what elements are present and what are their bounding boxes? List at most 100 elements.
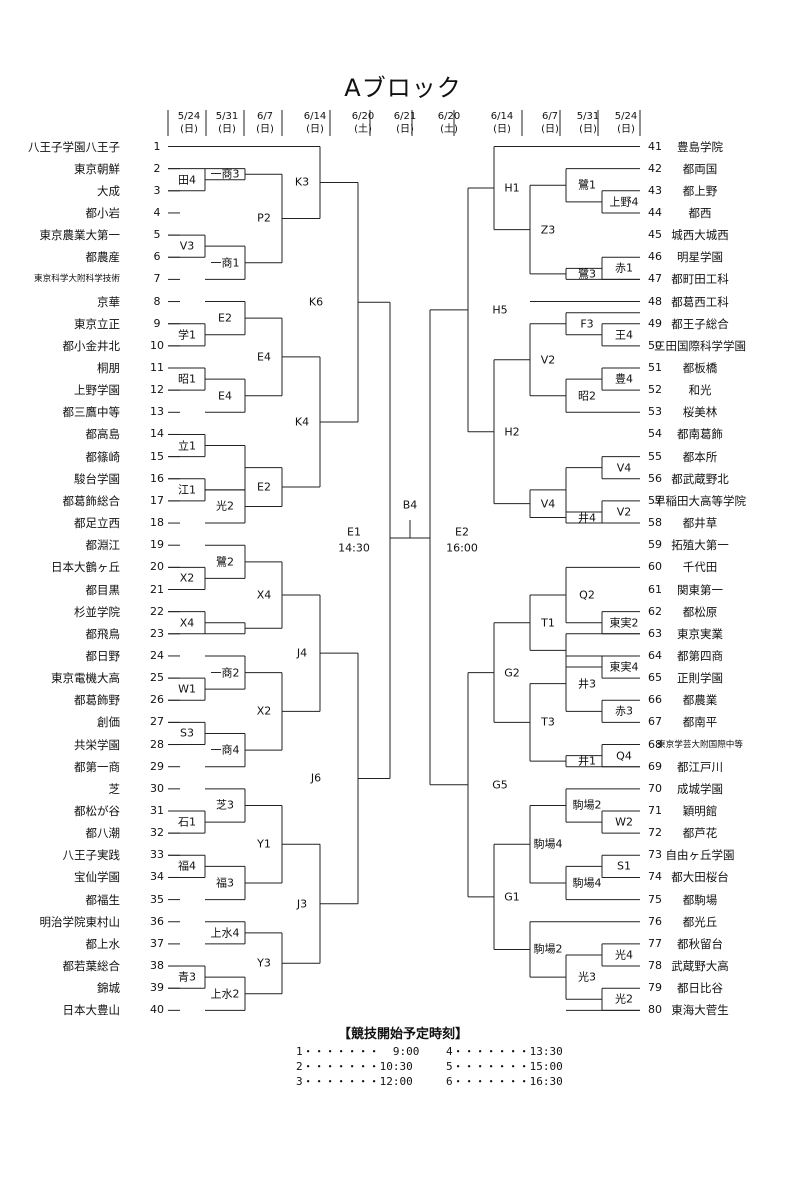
seed-number: 23	[150, 626, 164, 640]
seed-number: 80	[648, 1003, 662, 1017]
venue-label-r1: 王4	[615, 328, 633, 342]
date-header-right: 6/20(土)	[437, 111, 461, 135]
venue-label-r1: 江1	[178, 483, 196, 497]
seed-number: 1	[153, 139, 161, 153]
venue-label-r3: Z3	[540, 223, 556, 237]
venue-label-r3: T1	[541, 616, 555, 630]
seed-number: 7	[153, 272, 161, 286]
schedule-item: 5・・・・・・・15:00	[446, 1060, 563, 1073]
seed-number: 42	[648, 161, 662, 175]
seed-number: 73	[648, 848, 662, 862]
date-header-right: 5/24(日)	[614, 111, 638, 135]
schedule-item: 4・・・・・・・13:30	[446, 1045, 563, 1058]
seed-number: 10	[150, 338, 164, 352]
venue-label-r1: 福4	[178, 859, 196, 873]
team-name-left: 東京電機大高	[51, 671, 120, 686]
date-header-left: 6/21(日)	[393, 111, 417, 135]
venue-label-r2: 井1	[578, 754, 596, 768]
seed-number: 71	[648, 804, 662, 817]
team-name-left: 東京立正	[74, 316, 120, 331]
seed-number: 8	[153, 294, 161, 308]
schedule-item: 2・・・・・・・10:30	[296, 1060, 413, 1073]
venue-label-r1: 東実2	[609, 616, 639, 630]
date-header-right: 6/7(日)	[541, 111, 559, 135]
seed-number: 49	[648, 316, 662, 330]
seed-number: 29	[150, 759, 164, 773]
venue-label-r5: K6	[308, 295, 324, 309]
team-name-left: 都福生	[85, 892, 121, 907]
seed-number: 51	[648, 361, 662, 374]
venue-label-r2: 光3	[578, 970, 596, 984]
venue-label-r1: X2	[179, 571, 195, 585]
seed-number: 2	[153, 161, 161, 175]
venue-label-r2: 駒場2	[572, 798, 602, 812]
team-name-left: 八王子学園八王子	[28, 139, 120, 154]
team-name-left: 都葛飾総合	[62, 493, 121, 508]
venue-label-r2: 上水2	[210, 987, 240, 1001]
seed-number: 34	[150, 870, 164, 884]
team-name-left: 創価	[97, 715, 120, 730]
date-header-left: 6/7(日)	[256, 111, 274, 135]
team-name-left: 明治学院東村山	[39, 914, 121, 929]
seed-number: 61	[648, 582, 662, 596]
venue-label-r2: 一商3	[210, 167, 240, 181]
date-header-left: 6/14(日)	[303, 111, 327, 135]
venue-label-r2: 一商4	[210, 743, 240, 757]
seed-number: 56	[648, 471, 662, 485]
venue-label-r3: 駒場2	[533, 942, 563, 956]
seed-number: 55	[648, 449, 662, 463]
venue-label-r2: 福3	[216, 876, 234, 890]
venue-label-r2: 一商2	[210, 666, 240, 680]
team-name-left: 芝	[108, 781, 121, 796]
venue-label-r3: X4	[256, 588, 272, 602]
venue-label-r4: J4	[296, 646, 308, 660]
team-name-left: 杉並学院	[74, 604, 120, 619]
venue-label-r1: W1	[178, 682, 196, 696]
venue-label-r1: X4	[179, 616, 195, 630]
venue-label-r1: 東実4	[609, 660, 639, 674]
seed-number: 28	[150, 737, 164, 751]
date-header-left: 5/24(日)	[177, 111, 201, 135]
page-title: Aブロック	[344, 74, 462, 102]
venue-label-r1: S3	[180, 726, 194, 740]
team-name-left: 宝仙学園	[74, 870, 120, 885]
team-name-left: 日本大豊山	[62, 1003, 121, 1018]
seed-number: 3	[153, 183, 161, 197]
seed-number: 46	[648, 250, 662, 264]
venue-label-r3: T3	[541, 715, 555, 729]
seed-number: 63	[648, 626, 662, 640]
team-name-left: 都日野	[85, 648, 121, 663]
team-name-left: 京華	[97, 294, 120, 309]
seed-number: 22	[150, 604, 164, 618]
seed-number: 6	[153, 250, 161, 264]
seed-number: 79	[648, 981, 662, 995]
seed-number: 47	[648, 272, 662, 286]
venue-label-r5: J6	[310, 771, 322, 785]
seed-number: 36	[150, 914, 164, 928]
venue-label-r2: 井3	[578, 677, 596, 691]
seed-number: 13	[150, 405, 164, 419]
seed-number: 37	[150, 936, 164, 950]
team-name-left: 都上水	[85, 936, 121, 951]
venue-label-r5: H5	[492, 303, 508, 317]
seed-number: 54	[648, 427, 662, 441]
venue-label-r2: E4	[218, 389, 232, 403]
venue-label-r2: Q2	[579, 588, 595, 602]
seed-number: 15	[150, 449, 164, 463]
venue-label-r4: H2	[504, 425, 520, 439]
seed-number: 14	[150, 427, 164, 441]
venue-label-r1: 昭1	[178, 372, 196, 386]
date-header-right: 6/14(日)	[490, 111, 514, 135]
seed-number: 25	[150, 671, 164, 685]
team-name-left: 東京科学大附科学技術	[34, 274, 120, 285]
venue-label-r1: 田4	[178, 173, 196, 187]
venue-label-r4: H1	[504, 181, 520, 195]
venue-label-r2: 駒場4	[572, 876, 602, 890]
team-name-left: 八王子実践	[62, 848, 121, 863]
venue-label-r1: 赤1	[615, 261, 633, 275]
venue-label-r1: 石1	[178, 815, 196, 829]
schedule-item: 6・・・・・・・16:30	[446, 1075, 563, 1088]
seed-number: 67	[648, 715, 662, 729]
venue-label-r3: X2	[256, 704, 272, 718]
team-name-left: 大成	[97, 183, 120, 198]
